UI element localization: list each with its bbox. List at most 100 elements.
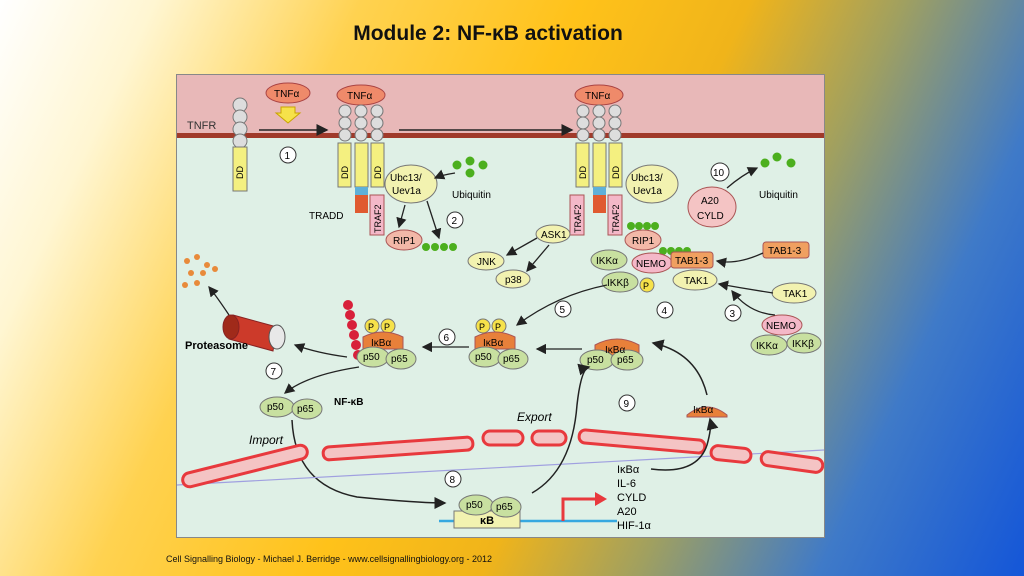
ubiquitin-to-ubc13-arrow (433, 169, 456, 180)
p50-label-left: p50 (363, 352, 380, 363)
rip1-left (385, 229, 423, 251)
ikba-binding-arrow (651, 339, 708, 396)
p50-label-free: p50 (267, 402, 284, 413)
plasma-membrane (177, 75, 824, 135)
ikkb-bound (601, 271, 639, 293)
nemo-to-complex-arrow (731, 289, 776, 316)
p-label-mid-2: P (495, 322, 501, 332)
peptide-fragments (182, 254, 218, 288)
proteasome-output-arrow (208, 285, 230, 316)
dd-label-right-2: DD (611, 166, 621, 179)
step-10: 10 (713, 168, 725, 179)
ubc13-label-right: Ubc13/ (631, 173, 663, 184)
step-3: 3 (730, 309, 736, 320)
p-label-left-1: P (368, 322, 374, 332)
tnfa-label-left: TNFα (347, 91, 372, 102)
traf2-label-right-1: TRAF2 (573, 204, 583, 233)
ubiquitin-label-left: Ubiquitin (452, 190, 491, 201)
p65-label-free: p65 (297, 404, 314, 415)
step-8: 8 (450, 475, 456, 486)
dd-label-right-1: DD (578, 166, 588, 179)
tak1-label-free: TAK1 (783, 289, 808, 300)
step-1-marker (279, 146, 297, 164)
new-ikba-label: IκBα (693, 405, 713, 416)
degradation-arrow (293, 343, 348, 358)
ask1-label: ASK1 (541, 230, 567, 241)
export-label: Export (517, 410, 552, 424)
gene-a20: A20 (617, 506, 637, 518)
p-label-mid-1: P (479, 322, 485, 332)
p-label-ikkb: P (643, 281, 649, 291)
step-7: 7 (271, 367, 277, 378)
dd-label: DD (235, 166, 245, 179)
step-6: 6 (444, 333, 450, 344)
tab13-free (762, 241, 810, 259)
import-arrow (291, 419, 447, 509)
rip1-label-right: RIP1 (632, 236, 655, 247)
ubiquitin-cluster-left (452, 156, 488, 178)
tnfa-label: TNFα (274, 89, 299, 100)
step-5-marker (554, 300, 572, 318)
cyld-label: CYLD (697, 211, 724, 222)
step-5: 5 (560, 305, 566, 316)
dd-label-left-2: DD (373, 166, 383, 179)
tnfr-receptor (232, 97, 248, 192)
ikkb-label-free: IKKβ (792, 339, 814, 350)
release-nfkb-arrow (283, 366, 360, 394)
tab13-label-free: TAB1-3 (768, 246, 802, 257)
transcription-arrow (561, 497, 597, 521)
tak1-label-bound: TAK1 (684, 276, 709, 287)
tradd-label: TRADD (309, 211, 343, 222)
ask1-to-p38-arrow (526, 244, 550, 272)
gene-hif1a: HIF-1α (617, 520, 652, 532)
p50-label-inactive: p50 (587, 355, 604, 366)
jnk-label: JNK (477, 257, 496, 268)
step-9-marker (618, 394, 636, 412)
rip1-right (624, 229, 662, 251)
p65-free (291, 398, 323, 420)
ubiquitin-cluster-right (760, 152, 796, 168)
tab13-label-bound: TAB1-3 (675, 256, 709, 267)
ubc13-uev1a-complex-left (384, 164, 438, 204)
p-ikkb (639, 277, 655, 293)
ikba-label-left: IκBα (371, 338, 391, 349)
jnk (467, 251, 505, 271)
p65-dna (490, 496, 522, 518)
tak1-bound (672, 269, 718, 291)
membrane-edge (177, 133, 824, 138)
ikka-label-free: IKKα (756, 341, 778, 352)
step-4: 4 (662, 306, 668, 317)
ubc13-uev1a-complex-right (625, 164, 679, 204)
nfkb-label: NF-κB (334, 397, 363, 408)
step-2-marker (446, 211, 464, 229)
uev1a-label-left: Uev1a (392, 186, 421, 197)
proteasome-label: Proteasome (185, 340, 248, 352)
dd-label-left-1: DD (340, 166, 350, 179)
nfkb-ikba-complex-phosphorylated (468, 318, 529, 370)
nfkb-ikba-complex-inactive (579, 338, 644, 371)
nemo-label-bound: NEMO (636, 259, 666, 270)
ubc13-to-ubchain-arrow (426, 200, 442, 240)
step-9: 9 (624, 399, 630, 410)
nfkb-pathway-diagram: TNFR DD TNFα 1 TNFα DD DD TRAF2 TRADD Ub… (176, 74, 825, 538)
yellow-arrow-down (274, 106, 302, 124)
tnfa-ligand (265, 82, 311, 104)
ikkb-label-bound: IKKβ (607, 278, 629, 289)
p65-label-dna: p65 (496, 502, 513, 513)
tnfr-complex-left (336, 84, 386, 236)
p50-label-dna: p50 (466, 500, 483, 511)
p65-label-mid: p65 (503, 354, 520, 365)
p65-label-inactive: p65 (617, 355, 634, 366)
ubc13-to-rip1-arrow (396, 204, 407, 229)
tnfr-label: TNFR (187, 120, 216, 132)
a20-to-ubiquitin-arrow (726, 167, 759, 189)
a20-label: A20 (701, 196, 719, 207)
ubc13-label-left: Ubc13/ (390, 173, 422, 184)
gene-ikba: IκBα (617, 464, 640, 476)
nemo-free (761, 314, 803, 336)
gene-il6: IL-6 (617, 478, 636, 490)
step-7-marker (265, 362, 283, 380)
ikba-label-inactive: IκBα (605, 345, 625, 356)
tak1-to-complex-arrow (717, 280, 774, 294)
ikkb-free (786, 332, 822, 354)
